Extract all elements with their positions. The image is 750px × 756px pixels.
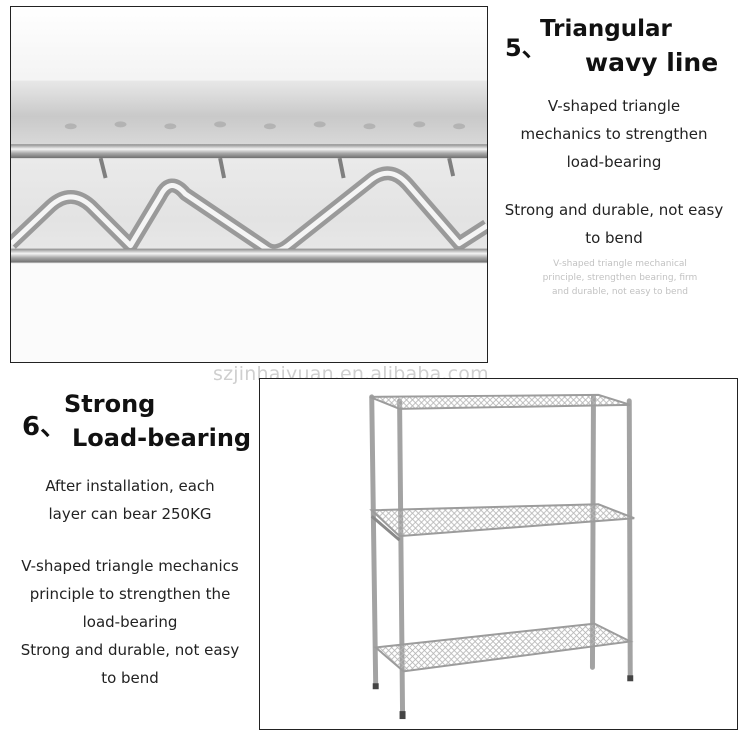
section-6-desc2-line: load-bearing [82, 613, 178, 631]
section-6-heading-line1: Strong [64, 390, 156, 418]
section-6-desc2-line: to bend [101, 669, 159, 687]
wire-closeup-photo [11, 7, 487, 362]
section-6-desc2-line: V-shaped triangle mechanics [21, 557, 239, 575]
section-5-small-line: principle, strengthen bearing, firm [542, 273, 698, 283]
section-6-heading-line2: Load-bearing [72, 424, 252, 452]
shelf-tier-bottom [373, 622, 634, 673]
shelf-unit-photo [260, 379, 737, 729]
section-5-small-line: V-shaped triangle mechanical [553, 259, 687, 269]
section-6-number: 6、 [22, 412, 67, 442]
section-6-capacity-text: After installation, each layer can bear … [10, 472, 250, 528]
section-5-number: 5、 [505, 34, 546, 62]
section-5-desc-line: load-bearing [566, 153, 662, 171]
section-5-desc2-line: Strong and durable, not easy [504, 201, 724, 219]
section-5-desc-line: V-shaped triangle [547, 97, 681, 115]
section-5-small-line: and durable, not easy to bend [552, 287, 688, 297]
section-6-desc1-line: After installation, each [45, 477, 215, 495]
shelf-unit-photo-frame [259, 378, 738, 730]
section-5-heading-line1: Triangular [540, 16, 672, 42]
section-5-desc2-line: to bend [585, 229, 643, 247]
section-5-small-caption: V-shaped triangle mechanical principle, … [520, 257, 720, 299]
section-6-description: V-shaped triangle mechanics principle to… [10, 552, 250, 692]
section-5-desc-line: mechanics to strengthen [520, 125, 708, 143]
wire-closeup-photo-frame [10, 6, 488, 363]
section-6-desc2-line: principle to strengthen the [29, 585, 231, 603]
section-5-durability-text: Strong and durable, not easy to bend [498, 196, 730, 252]
shelf-tier-middle [369, 503, 635, 542]
section-6-desc2-line: Strong and durable, not easy [20, 641, 240, 659]
section-5-heading-line2: wavy line [585, 48, 719, 77]
section-5-description: V-shaped triangle mechanics to strengthe… [498, 92, 730, 176]
section-6-desc1-line: layer can bear 250KG [48, 505, 212, 523]
shelf-tier-top [369, 393, 631, 410]
